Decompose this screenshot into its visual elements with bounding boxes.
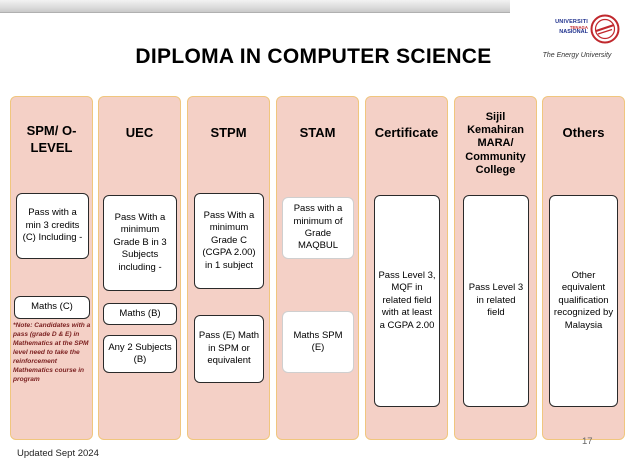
column-stpm: STPM Pass With a minimum Grade C (CGPA 2… <box>187 96 270 440</box>
column-certificate: Certificate Pass Level 3, MQF in related… <box>365 96 448 440</box>
column-heading: Certificate <box>374 125 439 140</box>
requirement-text: Other equivalent qualification recognize… <box>553 270 614 331</box>
subject-box: Maths (B) <box>103 303 177 325</box>
logo-line-1: UNIVERSITI <box>555 19 588 25</box>
column-mara-community-college: Sijil Kemahiran MARA/ Community College … <box>454 96 537 440</box>
column-heading: Sijil Kemahiran MARA/ Community College <box>465 111 526 176</box>
requirement-box: Other equivalent qualification recognize… <box>549 195 618 407</box>
logo-wordmark: UNIVERSITI TENAGA NASIONAL <box>532 19 588 36</box>
column-heading: STPM <box>210 125 247 140</box>
requirement-box: Pass Level 3, MQF in related field with … <box>374 195 440 407</box>
column-uec: UEC Pass With a minimum Grade B in 3 Sub… <box>98 96 181 440</box>
page-title: DIPLOMA IN COMPUTER SCIENCE <box>135 45 492 68</box>
university-logo: UNIVERSITI TENAGA NASIONAL The Energy Un… <box>532 14 622 64</box>
requirement-box: Pass with a minimum of Grade MAQBUL <box>282 197 354 259</box>
subject-text: Any 2 Subjects (B) <box>108 341 172 365</box>
requirement-text: Pass with a minimum of Grade MAQBUL <box>293 203 343 252</box>
logo-line-3: NASIONAL <box>559 29 588 36</box>
requirement-box: Pass with a min 3 credits (C) Including … <box>16 193 89 259</box>
subject-box: Pass (E) Math in SPM or equivalent <box>194 315 264 383</box>
column-heading: STAM <box>299 125 336 140</box>
column-heading: Others <box>562 125 605 140</box>
footnote: *Note: Candidates with a pass (grade D &… <box>13 322 91 383</box>
subject-text: Maths SPM (E) <box>293 329 343 353</box>
subject-text: Pass (E) Math in SPM or equivalent <box>198 330 260 367</box>
requirement-box: Pass With a minimum Grade B in 3 Subject… <box>103 195 177 291</box>
column-others: Others Other equivalent qualification re… <box>542 96 625 440</box>
page-number: 17 <box>582 436 593 447</box>
subject-box: Maths SPM (E) <box>282 311 354 373</box>
logo-emblem-icon <box>590 14 620 44</box>
subject-text: Maths (C) <box>31 301 73 313</box>
requirement-box: Pass Level 3 in related field <box>463 195 529 407</box>
top-banner-divider <box>0 12 510 13</box>
requirement-box: Pass With a minimum Grade C (CGPA 2.00) … <box>194 193 264 289</box>
logo-line-2: TENAGA <box>569 24 588 30</box>
requirement-text: Pass With a minimum Grade C (CGPA 2.00) … <box>202 210 256 271</box>
column-heading: SPM/ O-LEVEL <box>26 123 77 155</box>
subject-box: Maths (C) <box>14 296 90 319</box>
requirement-text: Pass With a minimum Grade B in 3 Subject… <box>113 212 167 273</box>
requirement-text: Pass Level 3, MQF in related field with … <box>378 270 436 331</box>
updated-date: Updated Sept 2024 <box>17 448 99 459</box>
logo-tagline: The Energy University <box>542 52 612 59</box>
requirement-text: Pass with a min 3 credits (C) Including … <box>22 207 83 244</box>
subject-box: Any 2 Subjects (B) <box>103 335 177 373</box>
requirement-text: Pass Level 3 in related field <box>468 282 524 319</box>
column-spm: SPM/ O-LEVEL Pass with a min 3 credits (… <box>10 96 93 440</box>
top-banner-bar <box>0 0 510 12</box>
subject-text: Maths (B) <box>119 307 161 319</box>
column-heading: UEC <box>125 125 154 140</box>
column-stam: STAM Pass with a minimum of Grade MAQBUL… <box>276 96 359 440</box>
